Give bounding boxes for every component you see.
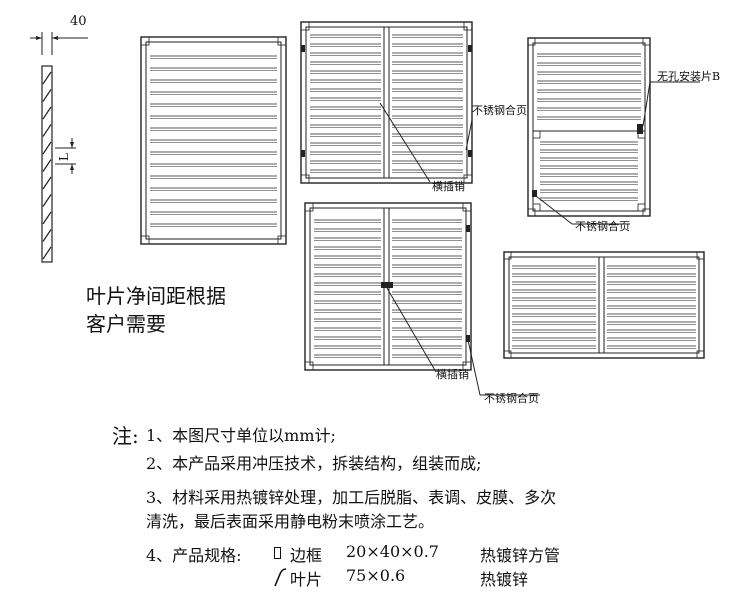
spec-frame-material: 热镀锌方管 <box>480 546 561 565</box>
callout-mount-plate: 无孔安装片B <box>657 70 721 83</box>
notes-prefix: 注: <box>112 424 139 448</box>
blade-section-hatch-1 <box>42 89 52 102</box>
panel-d-mount-plate <box>637 124 643 134</box>
blade-section-hatch-7 <box>42 194 52 207</box>
panel-d-plate-leader <box>642 81 651 127</box>
panel-d-lower-frame <box>532 130 646 212</box>
panel-b-hinge-leader <box>465 119 473 151</box>
panel-b-corner-2 <box>300 174 310 184</box>
blade-section-strip <box>41 65 53 263</box>
panel-a-corner-0 <box>140 36 150 46</box>
panel-d-inner <box>532 42 646 212</box>
blade-section-hatch-4 <box>42 141 52 155</box>
panel-d-outer <box>527 37 651 217</box>
panel-e-corner-3 <box>696 350 705 359</box>
dimension-l-label: L <box>56 153 71 161</box>
panel-d-corner-1 <box>642 37 651 46</box>
panel-c-outer <box>304 202 472 371</box>
panel-d-corner-3 <box>642 208 651 217</box>
note-line-2: 2、本产品采用冲压技术，拆装结构，组装而成; <box>146 454 482 473</box>
panel-b-hinge-l1 <box>301 45 305 52</box>
panel-e-corner-2 <box>503 350 512 359</box>
panel-e-outer <box>503 251 705 359</box>
callout-latch-pin-2: 横插销 <box>436 368 469 381</box>
panel-b-hinge-r1 <box>468 45 472 52</box>
blade-profile-icon <box>274 568 287 587</box>
panel-c-corner-2 <box>304 361 314 371</box>
panel-c-latch-pin <box>381 282 393 288</box>
panel-c-corner-0 <box>304 202 314 212</box>
panel-c-inner <box>309 207 467 366</box>
spec-frame-size: 20×40×0.7 <box>346 542 439 561</box>
l-dim-arrowhead-bottom <box>70 164 74 170</box>
panel-d-hinge-leader <box>535 195 573 225</box>
note-line-4: 清洗，最后表面采用静电粉末喷涂工艺。 <box>146 512 435 531</box>
panel-a-corner-3 <box>277 235 287 245</box>
panel-a-inner <box>145 41 282 240</box>
note-line-1: 1、本图尺寸单位以mm计; <box>146 426 336 445</box>
panel-c-hinge-leader <box>467 339 481 396</box>
panel-c-hinge-1 <box>466 225 470 232</box>
spec-title: 4、产品规格: <box>146 546 242 565</box>
spec-blade-name: 叶片 <box>290 570 323 589</box>
panel-c-corner-1 <box>462 202 472 212</box>
panel-d-corner-0 <box>527 37 536 46</box>
panel-d-lower-corner-0 <box>532 130 541 139</box>
blade-section-hatch-2 <box>42 106 52 120</box>
dimension-40-label: 40 <box>70 14 87 29</box>
spec-blade-size: 75×0.6 <box>346 566 406 585</box>
panel-d-hinge <box>532 190 537 197</box>
panel-b-corner-3 <box>463 174 473 184</box>
panel-b-corner-1 <box>463 21 473 31</box>
callout-hinge-2: 不锈钢合页 <box>575 220 630 233</box>
blade-section-hatch-8 <box>42 211 52 225</box>
blade-section-hatch-9 <box>42 229 52 242</box>
panel-a-corner-2 <box>140 235 150 245</box>
callout-latch-pin-1: 横插销 <box>432 180 465 193</box>
dim-arrowhead-left <box>36 36 42 40</box>
callout-hinge-1: 不锈钢合页 <box>472 104 527 117</box>
spec-frame-name: 边框 <box>290 546 323 565</box>
spacing-note-line-2: 客户需要 <box>86 312 166 336</box>
note-line-3: 3、材料采用热镀锌处理，加工后脱脂、表调、皮膜、多次 <box>146 488 557 507</box>
panel-b-hinge-l2 <box>301 150 305 157</box>
panel-b-outer <box>300 21 473 184</box>
blade-section-hatch-10 <box>42 246 52 260</box>
dim-arrowhead-right <box>52 36 58 40</box>
panel-e-corner-0 <box>503 251 512 260</box>
spacing-note-line-1: 叶片净间距根据 <box>86 284 226 308</box>
blade-section-hatch-6 <box>42 176 52 190</box>
callout-hinge-3: 不锈钢合页 <box>484 392 539 405</box>
panel-a-corner-1 <box>277 36 287 46</box>
blade-section-hatch-0 <box>42 71 52 85</box>
blade-section-hatch-5 <box>42 159 52 172</box>
panel-d-lower-corner-2 <box>532 203 541 212</box>
blade-section-hatch-3 <box>42 124 52 137</box>
square-tube-icon <box>274 547 281 559</box>
panel-d-corner-2 <box>527 208 536 217</box>
panel-d-lower-corner-3 <box>637 203 646 212</box>
panel-b-inner <box>305 26 468 179</box>
panel-c-corner-3 <box>462 361 472 371</box>
panel-c-pin-leader <box>386 287 437 373</box>
panel-a-outer <box>140 36 287 245</box>
l-dim-arrowhead-top <box>70 142 74 148</box>
panel-b-hinge-r2 <box>468 150 472 157</box>
panel-b-corner-0 <box>300 21 310 31</box>
panel-e-corner-1 <box>696 251 705 260</box>
panel-b-pin-leader <box>379 102 431 183</box>
spec-blade-material: 热镀锌 <box>480 570 529 589</box>
panel-c-hinge-2 <box>466 335 470 342</box>
